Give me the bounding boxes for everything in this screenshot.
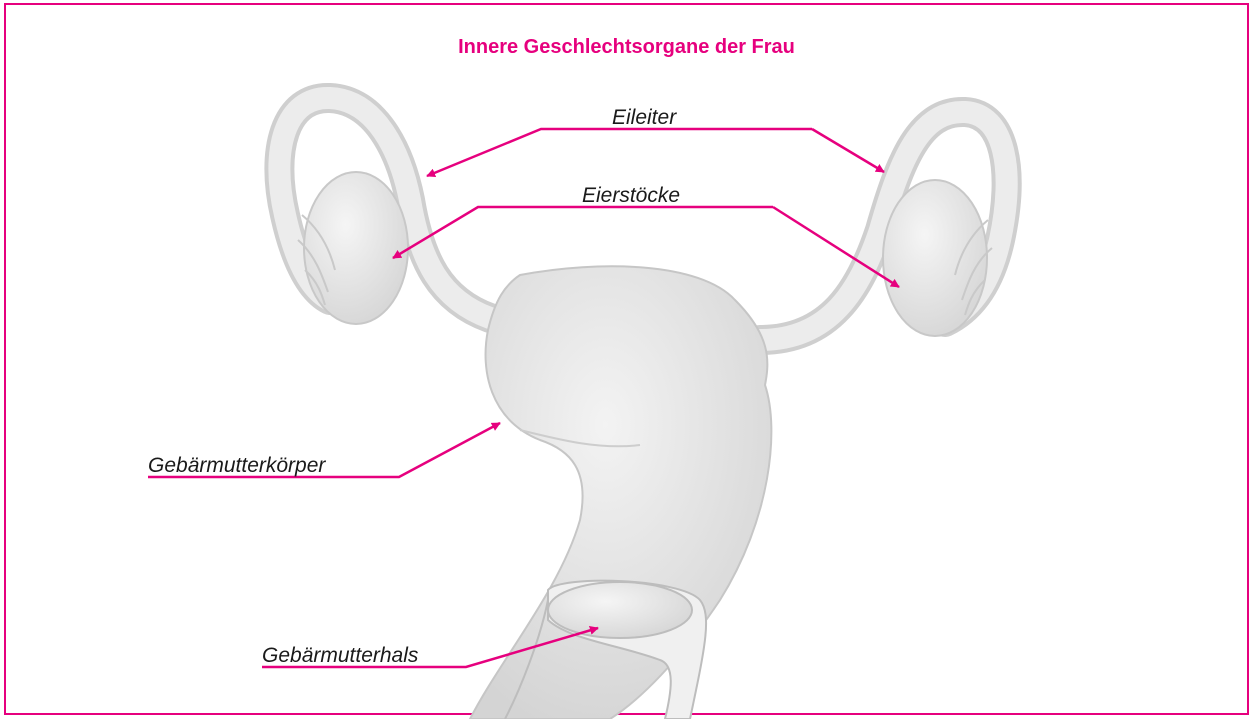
right-ovary [883,180,987,336]
eileiter-connectors [427,129,884,176]
uterus-body [470,266,771,719]
left-ovary [304,172,408,324]
label-eileiter: Eileiter [612,106,676,130]
label-eierstoecke: Eierstöcke [582,184,680,208]
label-gebaermutterhals: Gebärmutterhals [262,644,418,668]
cervix [548,582,692,638]
label-gebaermutterkoerper: Gebärmutterkörper [148,454,325,478]
